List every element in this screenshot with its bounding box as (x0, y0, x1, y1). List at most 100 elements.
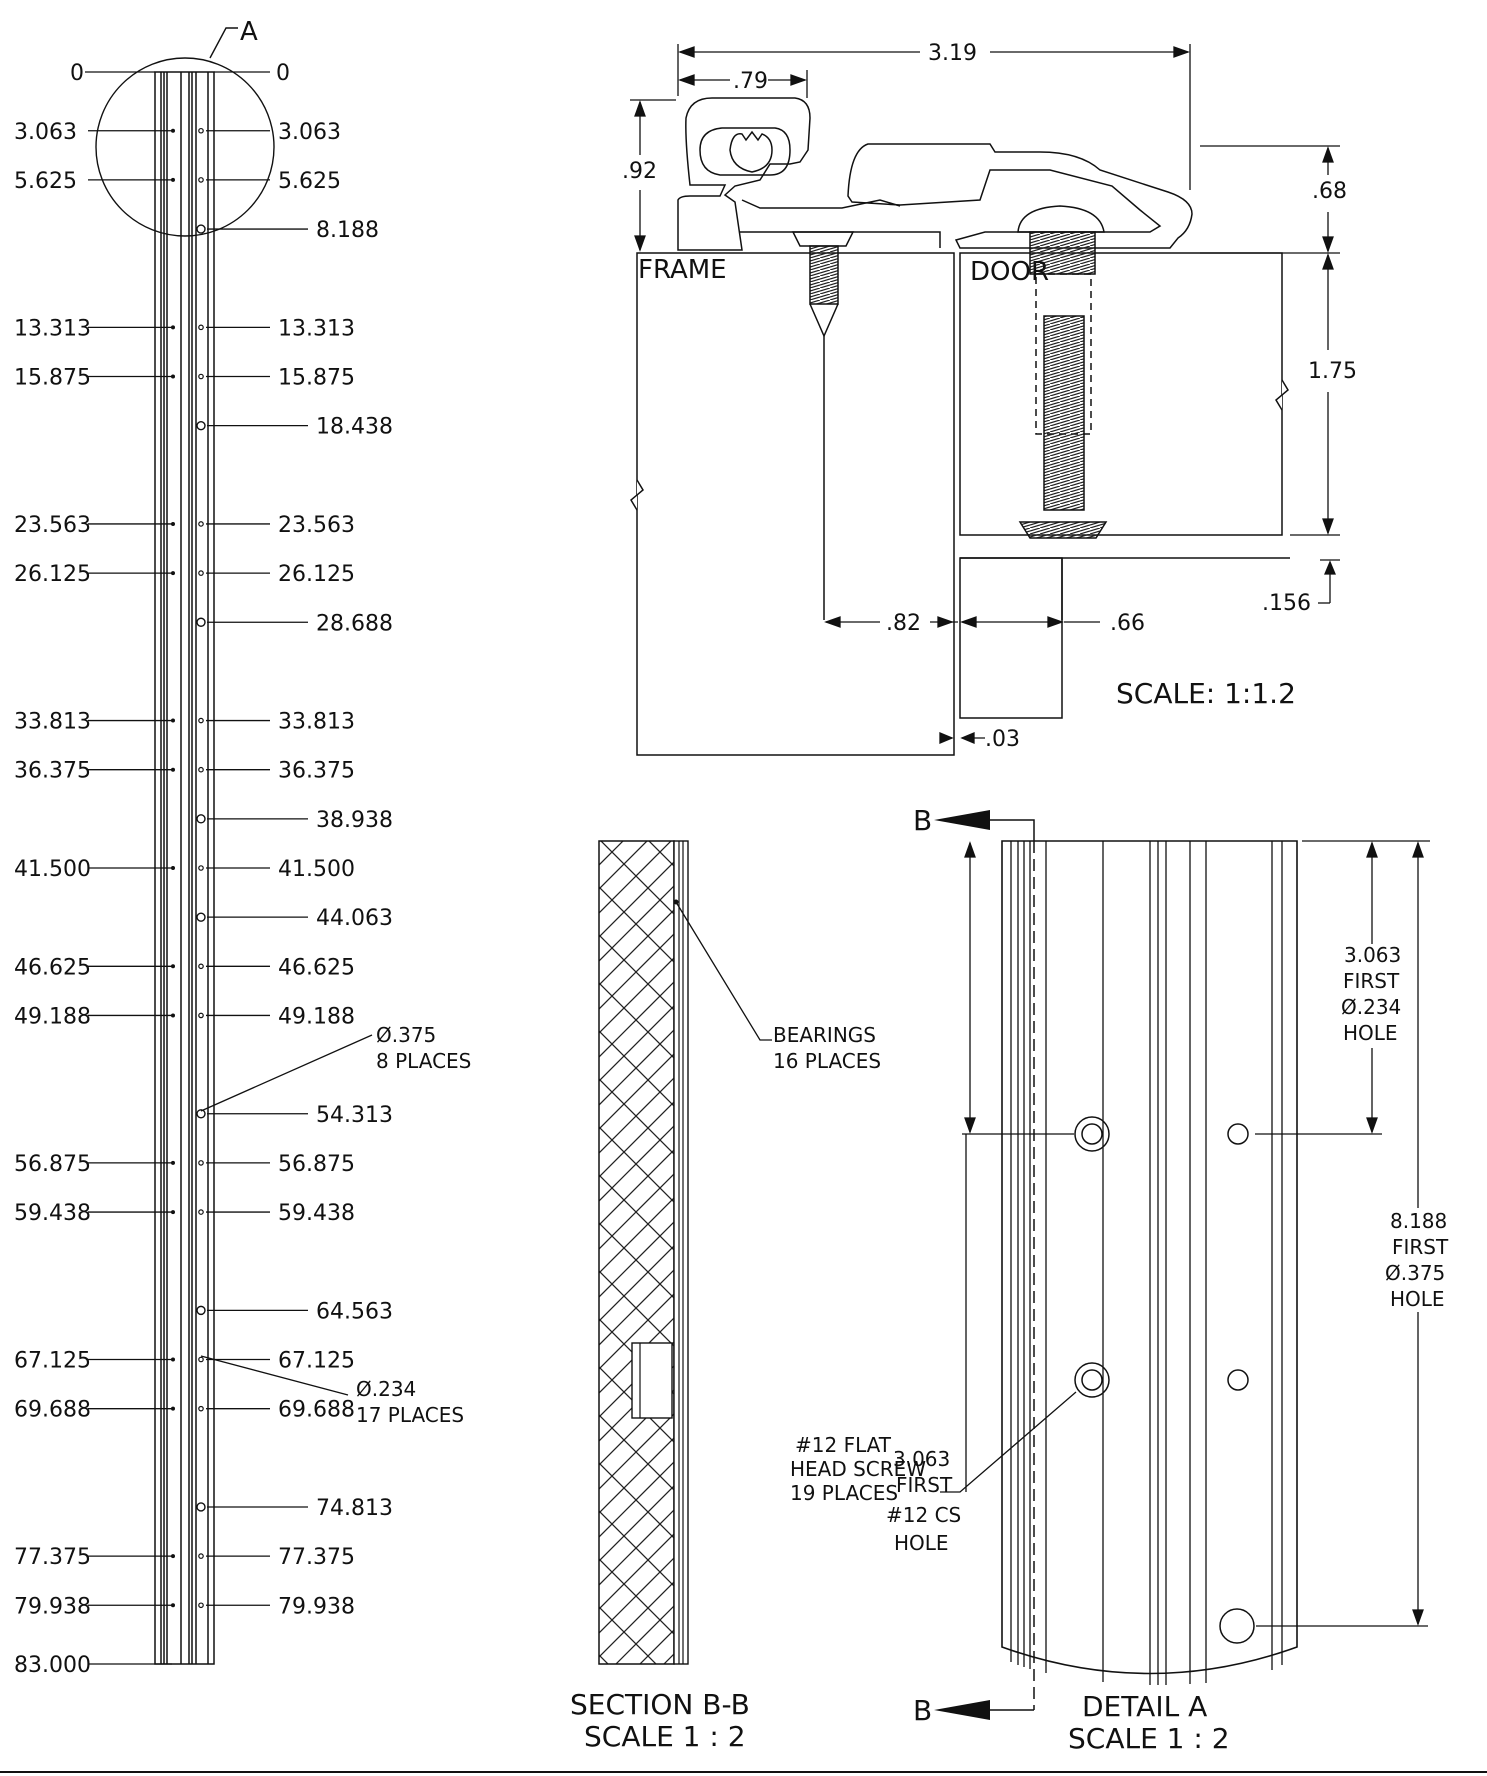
right-large-dimension-list: 8.18818.43828.68838.93844.06354.31364.56… (196, 218, 393, 1521)
right-small-dim-label: 49.188 (278, 1004, 355, 1029)
strip-small-hole (198, 127, 204, 134)
detail-a-view: B B 3.063 FIRST Ø.234 HOLE 8.188 FIRS (790, 804, 1449, 1755)
right-small-dim-label: 46.625 (278, 955, 355, 980)
dim-leaf-height: .68 (1312, 179, 1347, 204)
left-dim-label: 13.313 (14, 316, 91, 341)
strip-small-hole (198, 1160, 204, 1166)
left-dim-label: 41.500 (14, 857, 91, 882)
screw-note-line1: #12 FLAT (795, 1433, 892, 1457)
left-dim-label: 69.688 (14, 1398, 91, 1423)
cs-hole-icon (1081, 1123, 1103, 1145)
right-small-dim-row: 49.188 (198, 1004, 355, 1029)
left-dim-row: 77.375 (14, 1545, 175, 1570)
screw-note-line2: HEAD SCREW (790, 1457, 926, 1481)
left-dim-row: 83.000 (14, 1653, 172, 1678)
strip-large-hole (196, 617, 206, 627)
hinge-strip-body (154, 71, 215, 1665)
strip-small-hole (198, 717, 204, 724)
screw-leader (940, 1391, 1077, 1493)
left-dim-label: 33.813 (14, 710, 91, 735)
left-dim-label: 36.375 (14, 759, 91, 784)
strip-small-hole (171, 571, 175, 576)
left-dim-row: 33.813 (14, 710, 175, 735)
dim-overall-width: 3.19 (928, 41, 977, 66)
left-dim-row: 41.500 (14, 857, 175, 882)
detail-a-circle (95, 57, 275, 237)
right-small-dim-row: 3.063 (198, 120, 341, 145)
right-large-dim-row: 74.813 (196, 1496, 393, 1521)
section-marker-top-label: B (913, 804, 932, 837)
left-dim-label: 56.875 (14, 1152, 91, 1177)
section-marker-bottom-label: B (913, 1694, 932, 1727)
right-large-dim-row: 28.688 (196, 611, 393, 636)
section-bb-title: SECTION B-B (570, 1688, 750, 1721)
detail-a-title: DETAIL A (1082, 1690, 1207, 1723)
left-dim-row: 26.125 (14, 562, 175, 587)
strip-small-hole (171, 374, 175, 379)
strip-small-hole (171, 718, 175, 723)
note-234-line2: FIRST (1343, 969, 1400, 993)
left-dim-row: 15.875 (14, 365, 175, 390)
right-large-dim-row: 54.313 (196, 1103, 393, 1128)
dim-clearance: .03 (985, 727, 1020, 752)
strip-small-hole (171, 521, 175, 526)
strip-small-hole (171, 1210, 175, 1215)
left-dim-row: 23.563 (14, 513, 175, 538)
jamb-step (959, 557, 1063, 719)
frame-leaf-link (741, 199, 901, 209)
strip-small-hole (171, 1406, 175, 1411)
note-234-line4: HOLE (1343, 1021, 1398, 1045)
strip-small-hole (171, 1160, 175, 1165)
right-small-dim-label: 56.875 (278, 1152, 355, 1177)
right-large-dim-row: 8.188 (196, 218, 379, 243)
door-label: DOOR (970, 257, 1049, 287)
right-large-dim-row: 64.563 (196, 1299, 393, 1324)
section-arrow-bottom (934, 1700, 990, 1720)
bearing-note-line2: 16 PLACES (773, 1049, 881, 1073)
small-hole-icon-2 (1227, 1369, 1249, 1391)
small-hole-note-line2: 17 PLACES (356, 1403, 464, 1427)
right-small-dim-row: 69.688 (198, 1398, 355, 1423)
dim-hinge-leaf-width: .79 (733, 69, 768, 94)
left-dim-label: 46.625 (14, 955, 91, 980)
left-dim-label: 23.563 (14, 513, 91, 538)
left-dim-row: 46.625 (14, 955, 175, 980)
hinge-leaf-profile (677, 97, 811, 251)
right-small-dim-row: 5.625 (198, 169, 341, 194)
right-small-dim-row: 41.500 (198, 857, 355, 882)
right-small-dim-row: 59.438 (198, 1201, 355, 1226)
strip-small-hole (171, 1554, 175, 1559)
right-small-dim-label: 59.438 (278, 1201, 355, 1226)
hinge-strip-view: A 0 0 3.0635.62513.31315.87523.56326.125… (14, 17, 471, 1678)
left-dim-row: 13.313 (14, 316, 175, 341)
left-dim-row: 3.063 (14, 120, 175, 145)
right-large-dim-label: 64.563 (316, 1299, 393, 1324)
dim-hinge-height: .92 (622, 159, 657, 184)
small-hole-icon (1227, 1123, 1249, 1145)
right-small-dim-row: 67.125 (198, 1349, 355, 1374)
left-dim-label: 79.938 (14, 1594, 91, 1619)
large-hole-note-line1: Ø.375 (376, 1023, 436, 1047)
detail-a-callout: A (240, 17, 258, 47)
right-small-dim-row: 13.313 (198, 316, 355, 341)
strip-small-hole (171, 767, 175, 772)
strip-large-hole (196, 1305, 206, 1316)
small-hole-note-line1: Ø.234 (356, 1377, 416, 1401)
section-view-text: 3.19 .79 .92 .68 1.75 .156 .82 .66 .03 F… (622, 41, 1357, 752)
strip-small-hole (198, 1209, 204, 1215)
large-hole-note-line2: 8 PLACES (376, 1049, 471, 1073)
right-large-dim-row: 18.438 (196, 415, 393, 440)
right-small-dim-label: 26.125 (278, 562, 355, 587)
small-hole-leader (200, 1355, 349, 1396)
section-bb-view: BEARINGS 16 PLACES SECTION B-B SCALE 1 :… (570, 840, 881, 1753)
cs-note-line4: HOLE (894, 1531, 949, 1555)
strip-small-hole (198, 766, 204, 773)
left-dim-row: 36.375 (14, 759, 175, 784)
section-view-scale: SCALE: 1:1.2 (1116, 677, 1296, 710)
strip-small-hole (171, 128, 175, 133)
frame-label: FRAME (638, 255, 727, 285)
right-small-dim-label: 3.063 (278, 120, 341, 145)
strip-small-hole (198, 1602, 204, 1609)
section-view-dimensions (630, 44, 1340, 744)
strip-top-left-zero: 0 (70, 61, 84, 86)
